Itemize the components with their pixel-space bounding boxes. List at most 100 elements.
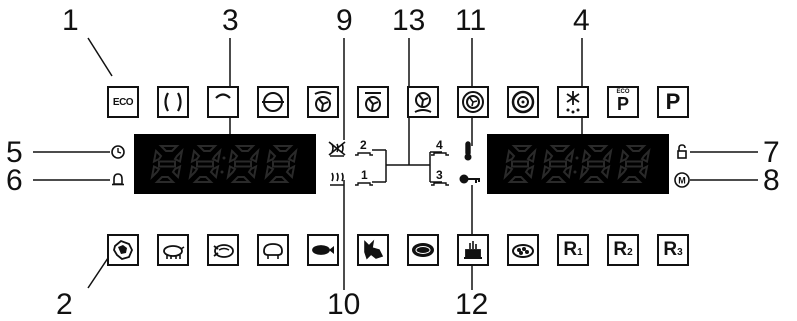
level-1-label: 1 — [361, 168, 368, 182]
game-icon[interactable] — [357, 234, 389, 266]
callout-8: 8 — [763, 164, 780, 197]
pizza-heat-icon[interactable] — [507, 86, 539, 118]
fish-icon[interactable] — [307, 234, 339, 266]
poultry-icon[interactable] — [207, 234, 239, 266]
p-eco-icon[interactable]: ECO P — [607, 86, 639, 118]
display-segment — [211, 147, 222, 163]
level-2-indicator: 2 — [354, 138, 374, 158]
top-heat-icon[interactable] — [207, 86, 239, 118]
leader-1 — [87, 37, 113, 77]
ring-heat-icon[interactable] — [457, 86, 489, 118]
callout-4: 4 — [573, 4, 590, 37]
display-segment — [638, 164, 649, 180]
callout-7: 7 — [763, 136, 780, 169]
display-segment — [526, 147, 537, 163]
display-segment — [173, 147, 184, 163]
display-segment — [549, 160, 567, 168]
left-segments — [150, 145, 298, 183]
p-letter: P — [665, 89, 681, 114]
display-segment — [564, 147, 575, 163]
display-segment — [171, 164, 182, 180]
display-segment — [196, 160, 214, 168]
display-segment — [249, 147, 260, 163]
display-segment — [543, 148, 554, 164]
pizza-icon[interactable] — [407, 234, 439, 266]
display-segment — [545, 176, 567, 183]
display-segment — [549, 145, 571, 152]
display-segment — [602, 147, 613, 163]
callout-6: 6 — [6, 164, 23, 197]
display-segment — [266, 148, 277, 164]
display-colon-dot — [575, 156, 579, 160]
display-segment — [503, 165, 514, 181]
display-segment — [579, 165, 590, 181]
level-3-label: 3 — [436, 168, 443, 182]
display-colon-dot — [222, 156, 226, 160]
level-4-label: 4 — [436, 138, 443, 152]
display-segment — [287, 147, 298, 163]
beef-icon[interactable] — [107, 234, 139, 266]
display-segment — [158, 160, 176, 168]
fan-bottom-heat-icon[interactable] — [407, 86, 439, 118]
display-colon-dot — [220, 170, 224, 174]
preheat-icon — [330, 172, 344, 186]
callout-2: 2 — [56, 288, 73, 321]
pork-icon[interactable] — [157, 234, 189, 266]
fan-heat-icon[interactable] — [357, 86, 389, 118]
lamb-icon[interactable] — [257, 234, 289, 266]
p-icon[interactable]: P — [657, 86, 689, 118]
display-segment — [619, 148, 630, 164]
level-4-indicator: 4 — [430, 138, 450, 158]
display-segment — [209, 164, 220, 180]
display-segment — [226, 165, 237, 181]
cake-icon[interactable] — [457, 234, 489, 266]
display-segment — [600, 164, 611, 180]
conventional-heat-icon[interactable] — [157, 86, 189, 118]
callout-5: 5 — [6, 136, 23, 169]
no-preheat-icon — [328, 141, 346, 157]
display-segment — [234, 145, 256, 152]
callout-11: 11 — [455, 4, 487, 37]
display-segment — [247, 164, 258, 180]
display-segment — [285, 164, 296, 180]
eco-icon[interactable]: ECO — [107, 86, 139, 118]
display-segment — [192, 176, 214, 183]
display-segment — [196, 145, 218, 152]
display-segment — [617, 165, 628, 181]
left-time-display — [134, 134, 316, 194]
display-segment — [511, 145, 533, 152]
callout-1: 1 — [62, 4, 79, 37]
fan-grill-icon[interactable] — [307, 86, 339, 118]
grill-icon[interactable] — [257, 86, 289, 118]
display-segment — [188, 165, 199, 181]
display-segment — [587, 145, 609, 152]
display-segment — [507, 176, 529, 183]
display-segment — [154, 176, 176, 183]
defrost-icon[interactable] — [557, 86, 589, 118]
level-3-indicator: 3 — [430, 168, 450, 188]
display-segment — [524, 164, 535, 180]
casserole-icon[interactable] — [507, 234, 539, 266]
callout-10: 10 — [327, 288, 361, 321]
display-segment — [587, 160, 605, 168]
callout-13: 13 — [392, 4, 426, 37]
svg-text:M: M — [678, 176, 686, 186]
p-eco-letter: P — [616, 93, 629, 114]
level-2-label: 2 — [360, 138, 367, 152]
display-segment — [583, 176, 605, 183]
display-segment — [152, 148, 163, 164]
display-segment — [158, 145, 180, 152]
clock-icon — [111, 145, 125, 159]
display-segment — [272, 160, 290, 168]
p-eco-small-label: ECO — [616, 89, 630, 95]
level-1-indicator: 1 — [354, 168, 374, 188]
display-segment — [234, 160, 252, 168]
callout-3: 3 — [222, 4, 239, 37]
display-segment — [625, 145, 647, 152]
